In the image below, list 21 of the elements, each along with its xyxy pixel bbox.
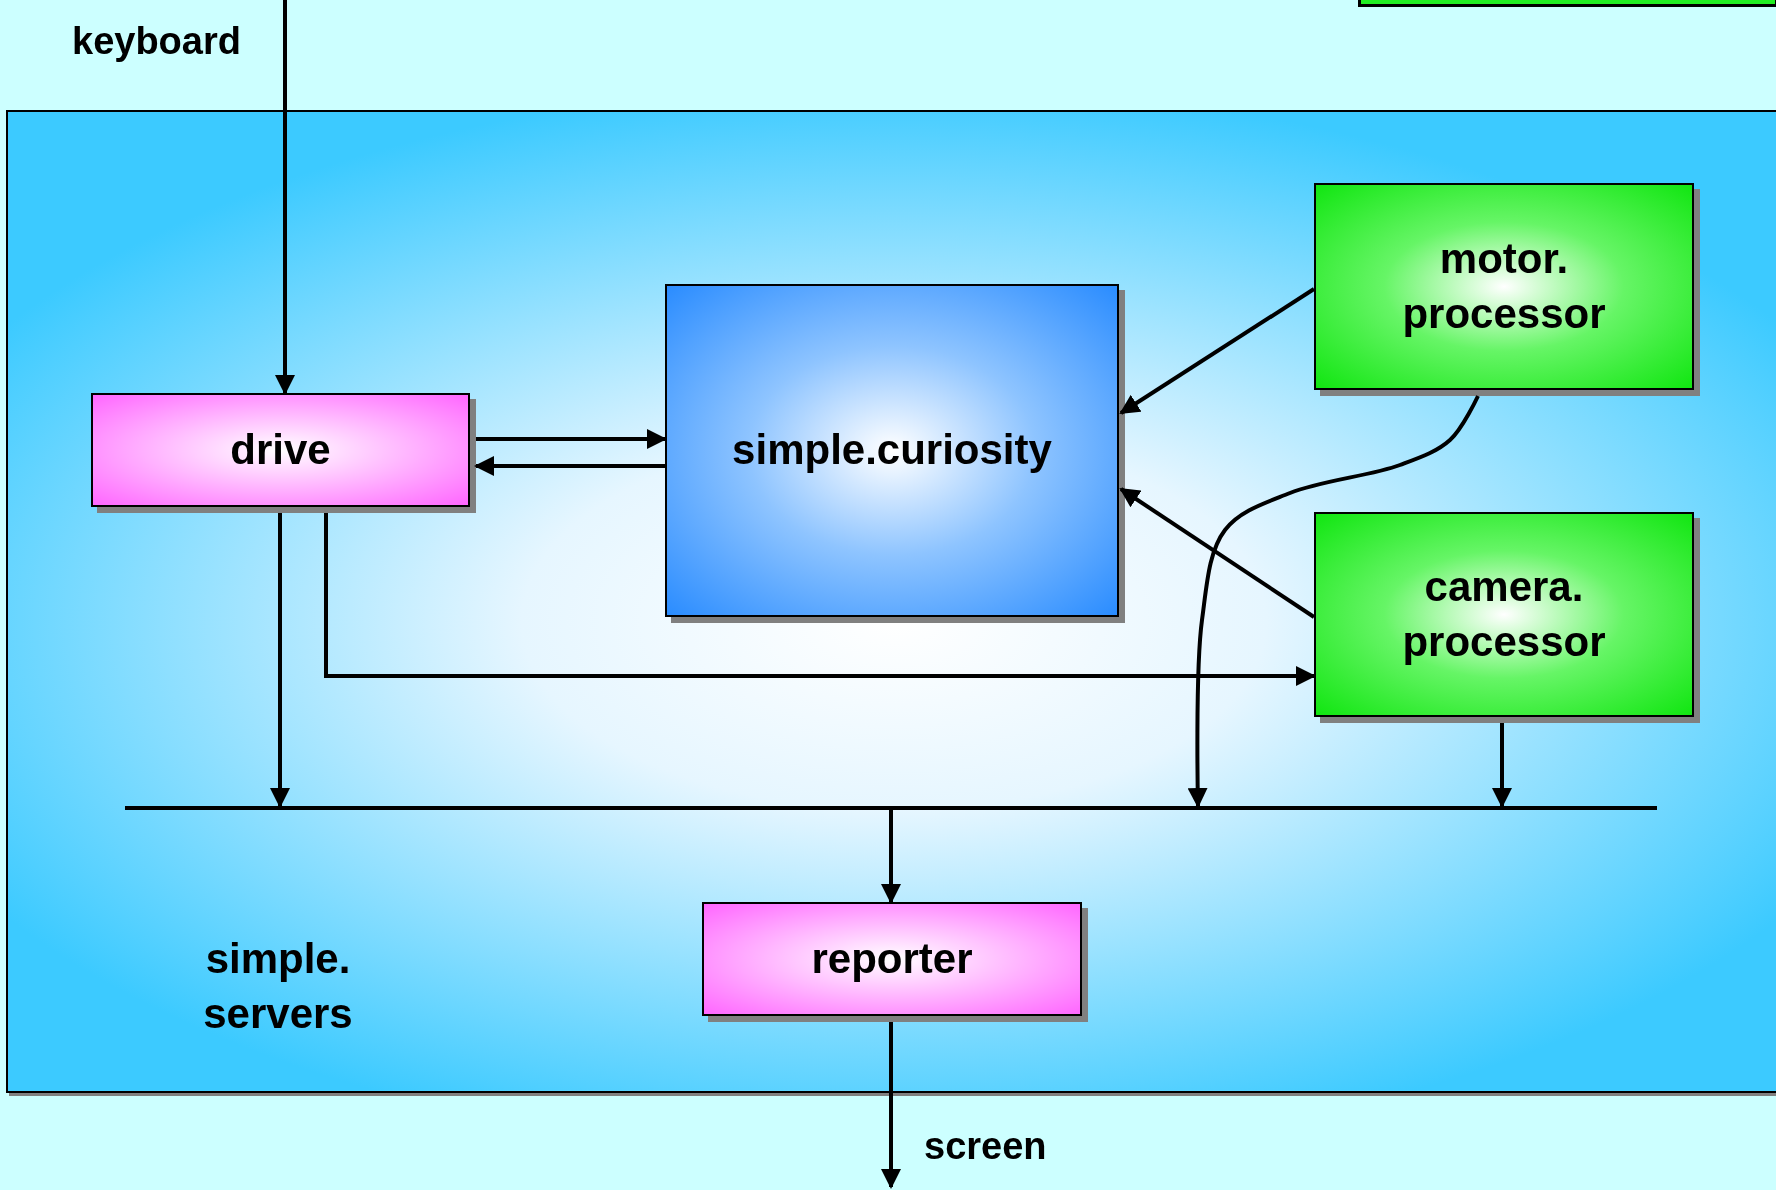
arrow	[324, 513, 1316, 686]
group-label: simple. servers	[202, 934, 354, 1039]
bus-bar	[125, 806, 1657, 810]
arrow	[270, 513, 290, 808]
io-label: keyboard	[72, 20, 241, 63]
box-label: simple.curiosity	[732, 425, 1052, 476]
box-label: camera. processor	[1401, 561, 1607, 667]
io-label: screen	[924, 1125, 1047, 1168]
arrow	[1492, 723, 1512, 808]
box-label: reporter	[811, 933, 973, 984]
arrow	[275, 0, 295, 395]
arrow	[474, 456, 665, 476]
box-label: drive	[230, 424, 331, 475]
arrow	[881, 810, 901, 904]
arrow	[1187, 395, 1480, 808]
arrow	[881, 1022, 901, 1189]
arrow	[1119, 287, 1316, 415]
arrow	[1119, 487, 1316, 619]
group-panel	[6, 110, 1776, 1093]
box-label: motor. processor	[1401, 233, 1607, 339]
arrow	[476, 429, 667, 449]
